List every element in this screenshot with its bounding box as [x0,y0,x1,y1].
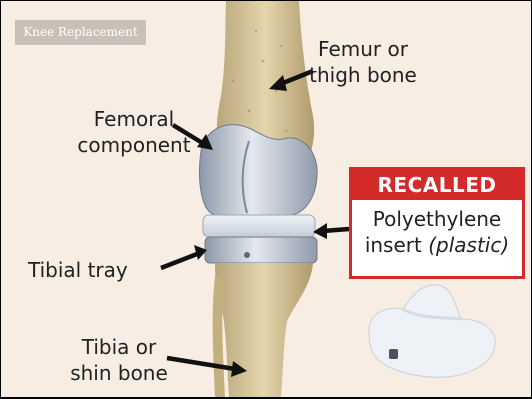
femur-label-line1: Femur or [303,36,423,62]
title-tag: Knee Replacement [15,20,146,45]
tibial-tray-label: Tibial tray [28,257,168,283]
recall-callout: RECALLED Polyethylene insert (plastic) [349,167,525,279]
callout-line1: Polyethylene [352,206,522,232]
femur-label-line2: thigh bone [303,62,423,88]
callout-line2-italic: (plastic) [428,233,509,257]
tibia-label-line2: shin bone [59,360,179,386]
femoral-component-label: Femoral component [54,106,214,158]
tibial-tray [205,237,317,263]
tibia-label: Tibia or shin bone [59,334,179,386]
callout-text: Polyethylene insert (plastic) [352,200,522,258]
tibia-label-line1: Tibia or [59,334,179,360]
callout-line2: insert (plastic) [352,232,522,258]
femur-label: Femur or thigh bone [303,36,423,88]
femoral-label-line2: component [54,132,214,158]
recalled-badge: RECALLED [352,170,522,200]
femoral-label-line1: Femoral [54,106,214,132]
arrow-icon [313,223,349,239]
callout-line2-plain: insert [365,233,428,257]
insert-closeup-image [369,285,495,377]
polyethylene-insert [203,215,315,237]
tibia-bone [215,263,313,397]
